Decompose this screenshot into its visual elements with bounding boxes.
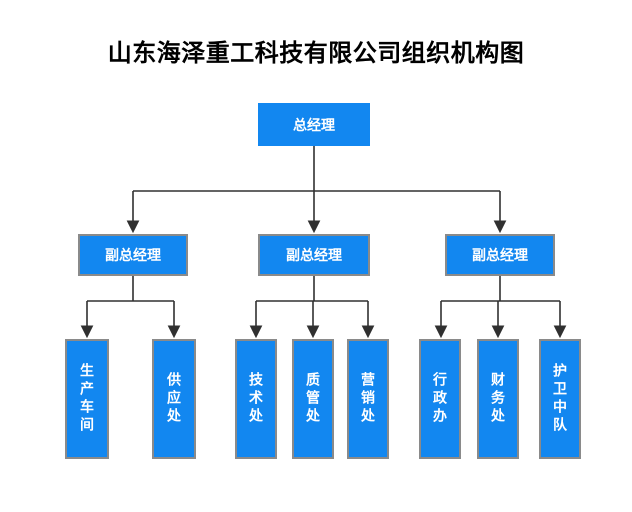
org-node-label: 护卫中队 [552,363,568,435]
org-node-general-manager: 总经理 [258,103,370,146]
org-node-label: 财务处 [490,372,506,426]
org-node-label: 供应处 [166,372,182,426]
org-node-label: 行政办 [432,372,448,426]
chart-title: 山东海泽重工科技有限公司组织机构图 [107,40,525,67]
org-node-deputy-manager-1: 副总经理 [78,234,188,276]
org-node-label: 技术处 [248,372,264,426]
org-node-label: 副总经理 [105,247,161,263]
org-node-label: 质管处 [305,372,321,426]
org-node-marketing-office: 营销处 [347,339,389,459]
org-node-production-workshop: 生产车间 [65,339,109,459]
org-node-administration-office: 行政办 [419,339,461,459]
org-node-label: 总经理 [293,116,335,133]
org-node-supply-office: 供应处 [152,339,196,459]
org-node-label: 生产车间 [79,363,95,435]
org-node-label: 副总经理 [472,247,528,263]
org-node-quality-office: 质管处 [292,339,334,459]
org-node-deputy-manager-3: 副总经理 [445,234,555,276]
org-node-finance-office: 财务处 [477,339,519,459]
org-node-deputy-manager-2: 副总经理 [258,234,370,276]
org-node-label: 副总经理 [286,247,342,263]
org-node-technology-office: 技术处 [235,339,277,459]
org-node-label: 营销处 [360,372,376,426]
org-node-guard-squadron: 护卫中队 [539,339,581,459]
